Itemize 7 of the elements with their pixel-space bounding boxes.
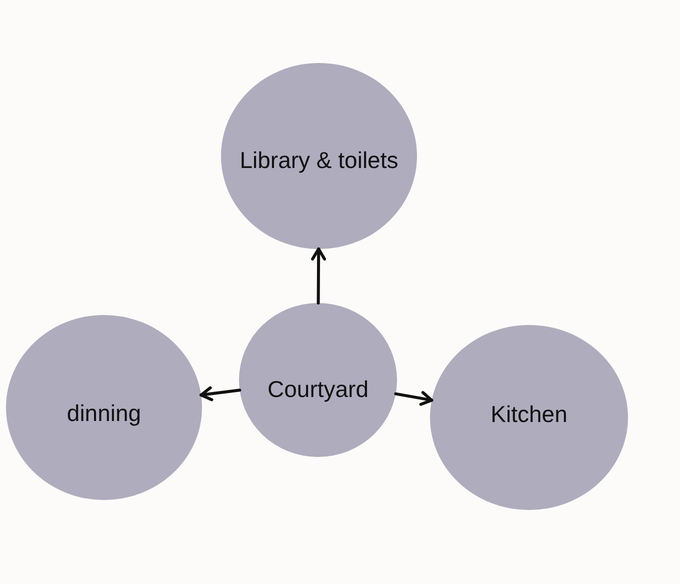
node-label: dinning (66, 400, 142, 428)
arrow (394, 391, 434, 406)
node-label: Courtyard (268, 376, 368, 404)
arrow (200, 386, 242, 402)
node-label: Library & toilets (240, 147, 398, 175)
node-label: Kitchen (490, 400, 568, 428)
arrow (311, 248, 326, 304)
